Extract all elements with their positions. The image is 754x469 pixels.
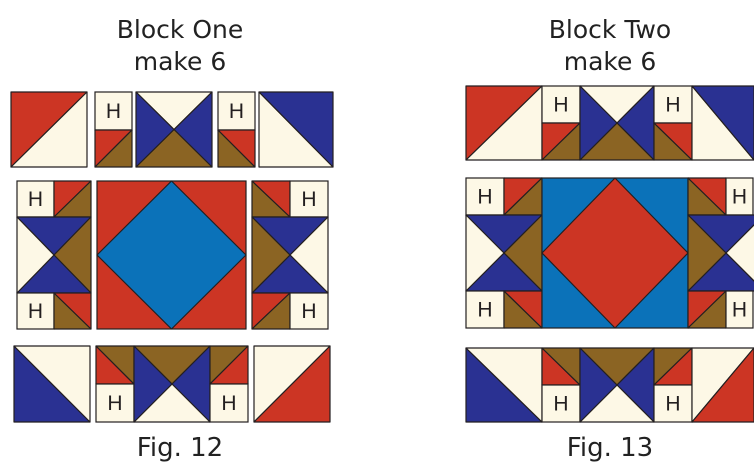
h-unit-square: [653, 384, 693, 423]
center-diamond: [541, 177, 689, 329]
h-unit-marker: H: [665, 94, 680, 117]
h-unit-square: [289, 180, 329, 218]
block-one-title: Block One: [116, 15, 244, 44]
geese-triangle: [135, 91, 175, 168]
hst-triangle: [10, 91, 88, 168]
h-unit-marker: H: [301, 188, 316, 211]
h-unit-marker: H: [28, 300, 43, 323]
h-unit-square: [725, 290, 754, 329]
h-unit-marker: H: [732, 299, 747, 322]
geese-triangle: [16, 216, 55, 294]
geese-triangle: [579, 347, 618, 423]
figure-12-caption: Fig. 12: [136, 433, 224, 463]
hst-triangle: [691, 85, 754, 161]
h-unit-marker: H: [106, 100, 121, 123]
block-two-subtitle: make 6: [563, 47, 657, 76]
geese-triangle: [133, 345, 173, 423]
block-one-subtitle: make 6: [133, 47, 227, 76]
h-unit-square: [541, 384, 581, 423]
h-unit-square: [289, 292, 329, 330]
geese-triangle: [687, 214, 727, 292]
h-unit-marker: H: [107, 392, 122, 415]
geese-triangle: [251, 216, 291, 294]
geese-triangle: [579, 85, 618, 161]
h-unit-square: [465, 290, 505, 329]
center-diamond: [96, 180, 247, 330]
h-unit-marker: H: [229, 100, 244, 123]
geese-triangle: [465, 214, 505, 292]
h-unit-square: [95, 383, 135, 423]
hst-triangle: [691, 347, 754, 423]
hst-triangle: [94, 129, 133, 168]
h-unit-marker: H: [665, 393, 680, 416]
h-unit-square: [94, 91, 133, 131]
h-unit-marker: H: [553, 393, 568, 416]
h-unit-square: [209, 383, 249, 423]
block-two-diagram: H H H H H H H H: [465, 85, 754, 423]
h-unit-marker: H: [732, 186, 747, 209]
hst-triangle: [13, 345, 91, 423]
hst-triangle: [53, 292, 92, 330]
hst-triangle: [253, 345, 331, 423]
h-unit-marker: H: [221, 392, 236, 415]
block-one-diagram: H H H H H H H H: [10, 91, 334, 423]
h-unit-marker: H: [28, 188, 43, 211]
figure-13-caption: Fig. 13: [566, 433, 654, 463]
h-unit-square: [465, 177, 505, 216]
h-unit-marker: H: [553, 94, 568, 117]
h-unit-square: [217, 91, 256, 131]
h-unit-marker: H: [477, 186, 492, 209]
h-unit-square: [16, 292, 55, 330]
hst-triangle: [258, 91, 334, 168]
h-unit-marker: H: [301, 300, 316, 323]
h-unit-marker: H: [477, 299, 492, 322]
hst-triangle: [217, 129, 256, 168]
block-two-title: Block Two: [548, 15, 672, 44]
